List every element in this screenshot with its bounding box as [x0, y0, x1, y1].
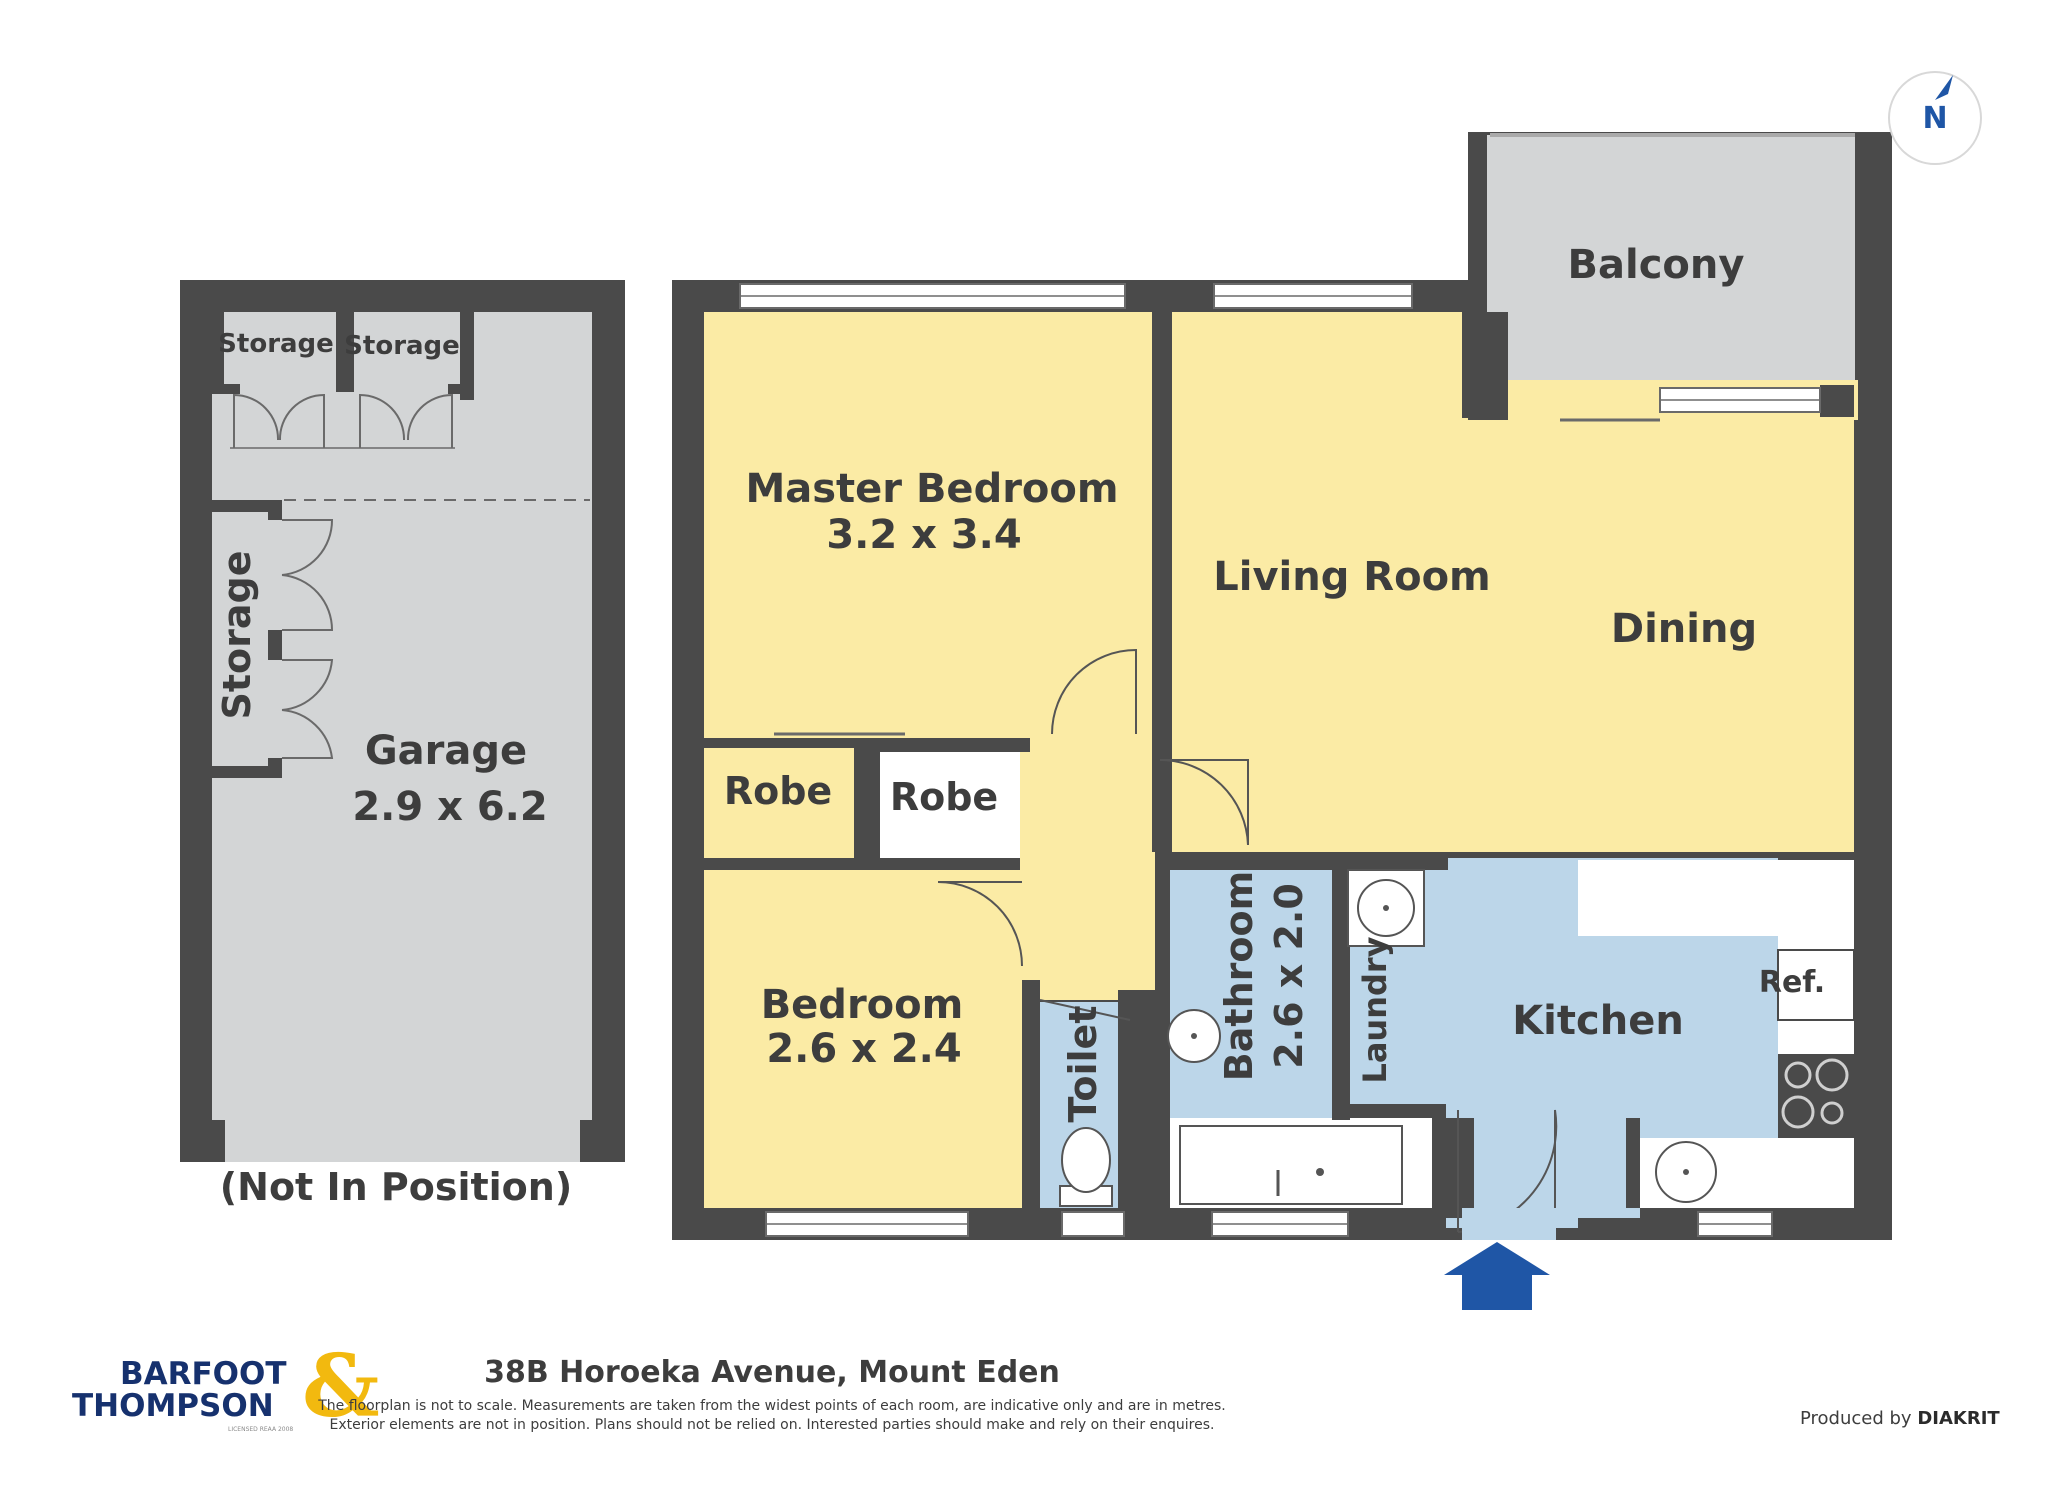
produced-by-prefix: Produced by	[1800, 1408, 1912, 1429]
bathroom-size: 2.6 x 2.0	[1267, 883, 1311, 1069]
storage-3-label: Storage	[215, 551, 259, 720]
barfoot-thompson-logo: BARFOOT THOMPSON & LICENSED REAA 2008	[70, 1342, 380, 1438]
master-bedroom-size: 3.2 x 3.4	[826, 512, 1021, 558]
produced-by: Produced by DIAKRIT	[1800, 1408, 2000, 1429]
robe-1-label: Robe	[724, 769, 832, 813]
kitchen-label: Kitchen	[1512, 998, 1684, 1044]
storage-1-label: Storage	[218, 329, 334, 359]
balcony-label: Balcony	[1568, 242, 1745, 288]
laundry-label: Laundry	[1356, 936, 1394, 1083]
bedroom-label: Bedroom	[761, 982, 964, 1028]
living-room-label: Living Room	[1213, 554, 1490, 600]
master-bedroom-label: Master Bedroom	[745, 466, 1118, 512]
logo-ampersand: &	[302, 1336, 380, 1437]
disclaimer-line-2: Exterior elements are not in position. P…	[329, 1417, 1215, 1433]
logo-line-1: BARFOOT	[120, 1356, 287, 1392]
disclaimer: The floorplan is not to scale. Measureme…	[0, 1397, 1544, 1435]
garage-block	[180, 280, 625, 1162]
disclaimer-line-1: The floorplan is not to scale. Measureme…	[318, 1398, 1226, 1414]
garage-size: 2.9 x 6.2	[352, 784, 547, 830]
bedroom-size: 2.6 x 2.4	[766, 1026, 961, 1072]
compass-label: N	[1922, 101, 1947, 136]
diakrit-brand: DIAKRIT	[1917, 1408, 2000, 1429]
garage-position-note: (Not In Position)	[219, 1165, 573, 1209]
logo-licence: LICENSED REAA 2008	[228, 1426, 294, 1433]
property-address: 38B Horoeka Avenue, Mount Eden	[484, 1355, 1060, 1390]
storage-2-label: Storage	[344, 331, 460, 361]
toilet-label: Toilet	[1061, 1006, 1105, 1123]
apartment-block	[672, 132, 1892, 1240]
robe-2-label: Robe	[890, 775, 998, 819]
ref-label: Ref.	[1759, 965, 1825, 1000]
dining-label: Dining	[1611, 606, 1757, 652]
north-compass-icon: N	[1888, 71, 1982, 165]
bathroom-label: Bathroom	[1217, 871, 1261, 1081]
entry-arrow-icon	[1444, 1242, 1550, 1310]
logo-line-2: THOMPSON	[72, 1388, 274, 1424]
garage-label: Garage	[365, 728, 527, 774]
